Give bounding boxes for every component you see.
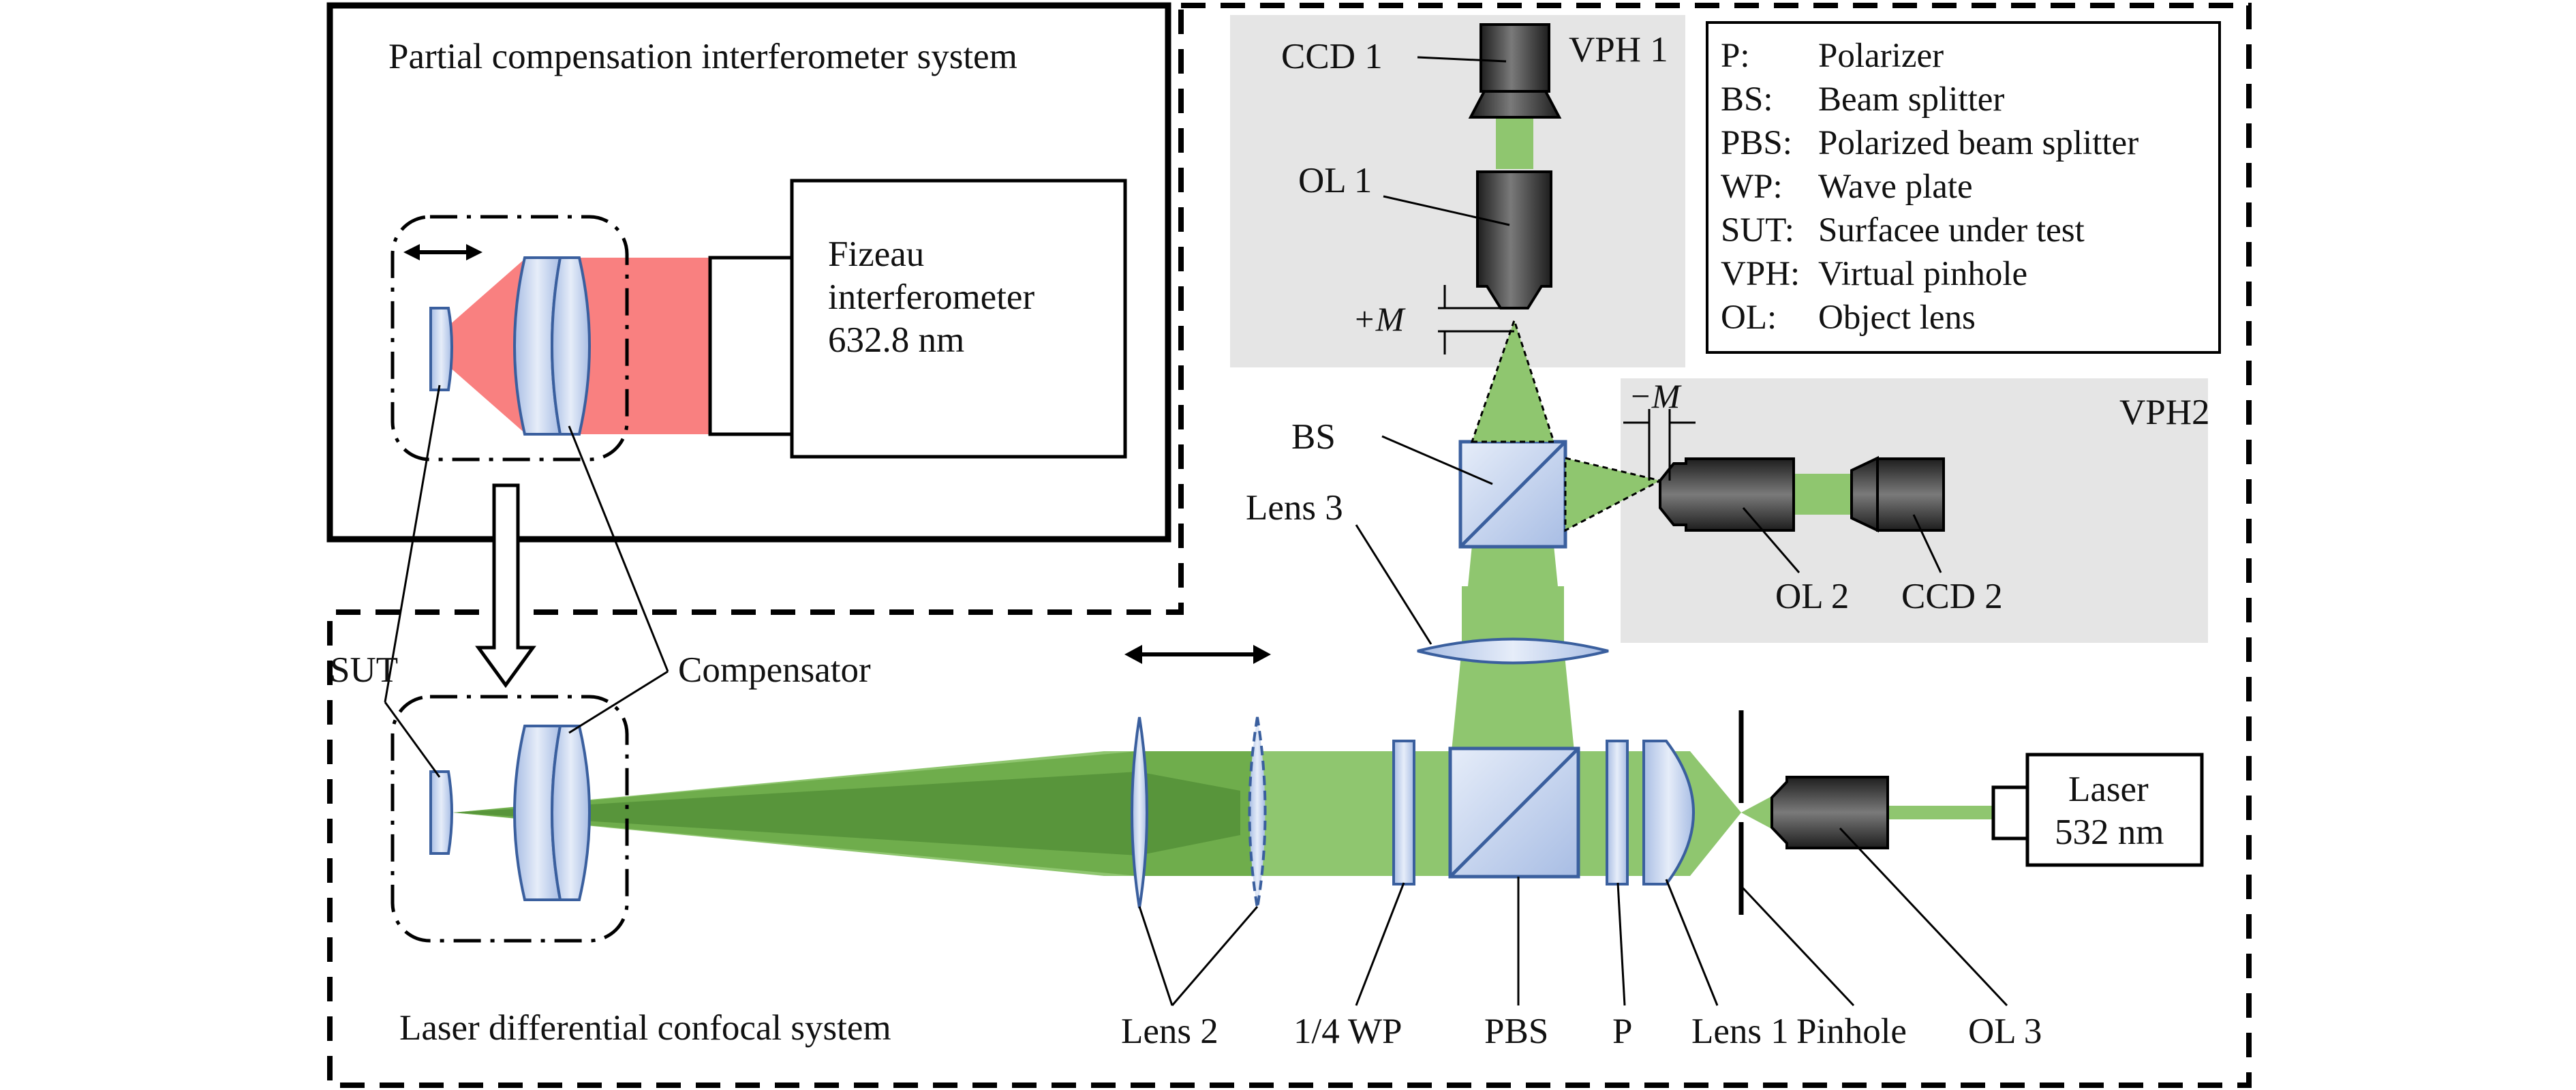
fizeau-box: [790, 179, 1127, 459]
legend-key: P:: [1721, 37, 1750, 75]
laser-line2: 532 nm: [2055, 813, 2164, 852]
ol3-objective: [1770, 776, 1889, 849]
label-ol3: OL 3: [1968, 1012, 2042, 1051]
laser-confocal-title: Laser differential confocal system: [399, 1008, 891, 1048]
legend-key: VPH:: [1721, 255, 1800, 293]
ccd1-mount: [1468, 90, 1562, 119]
fizeau-line1: Fizeau: [828, 234, 924, 274]
leader-lines: [384, 56, 2008, 1007]
upper-move-arrow: [403, 244, 482, 260]
plus-m-marker: [1438, 285, 1514, 354]
legend-key: WP:: [1721, 168, 1783, 206]
partial-compensation-frame: [326, 2, 1171, 543]
legend-value: Beam splitter: [1818, 80, 2004, 119]
legend-value: Object lens: [1818, 299, 1976, 337]
fizeau-mount: [708, 256, 794, 436]
label-lens3: Lens 3: [1246, 488, 1343, 528]
legend-value: Polarizer: [1818, 37, 1944, 75]
legend-key: PBS:: [1721, 124, 1792, 162]
green-beam-core: [453, 772, 1240, 856]
label-pbs: PBS: [1484, 1012, 1548, 1051]
fizeau-line3: 632.8 nm: [828, 320, 964, 360]
legend-value: Wave plate: [1818, 168, 1973, 206]
green-diverge-cone: [1741, 796, 1772, 829]
quarter-wave-plate: [1392, 740, 1415, 885]
minus-m-label: −M: [1629, 377, 1682, 415]
label-compensator: Compensator: [678, 650, 871, 690]
label-bs: BS: [1291, 417, 1336, 457]
minus-m-marker: [1623, 409, 1696, 481]
lens1: [1642, 740, 1695, 885]
green-focus-cone: [1690, 751, 1741, 876]
label-lens1: Lens 1: [1691, 1012, 1789, 1051]
label-sut: SUT: [330, 650, 398, 690]
label-ccd1: CCD 1: [1281, 37, 1383, 76]
label-ol1: OL 1: [1298, 161, 1372, 200]
lower-compensator-lens-b: [551, 725, 591, 901]
label-ccd2: CCD 2: [1901, 577, 2003, 616]
polarizer: [1606, 740, 1629, 885]
laser-confocal-frame: [327, 3, 2252, 1088]
ol2-objective: [1659, 457, 1795, 532]
label-vph1: VPH 1: [1569, 30, 1668, 70]
bs-beam-up: [1470, 317, 1556, 443]
label-pinhole: Pinhole: [1796, 1012, 1907, 1051]
label-p: P: [1612, 1012, 1632, 1051]
ol1-objective: [1476, 170, 1552, 309]
upper-compensator-lens-b: [551, 256, 591, 436]
label-ol2: OL 2: [1775, 577, 1849, 616]
legend-key: BS:: [1721, 80, 1773, 119]
upper-compensator-group: [390, 215, 629, 461]
legend-value: Polarized beam splitter: [1818, 124, 2138, 162]
lower-compensator-group: [390, 695, 629, 943]
ccd2-beam: [1794, 474, 1852, 515]
green-beam-lens3: [1462, 586, 1564, 651]
ccd1-beam: [1496, 116, 1533, 169]
fizeau-line2: interferometer: [828, 277, 1034, 317]
laser-beam: [1888, 806, 1993, 819]
partial-compensation-title: Partial compensation interferometer syst…: [388, 37, 1017, 76]
label-lens2: Lens 2: [1121, 1012, 1218, 1051]
legend-value: Surfacee under test: [1818, 211, 2085, 249]
legend-value: Virtual pinhole: [1818, 255, 2027, 293]
lens2-move-arrow: [1124, 645, 1271, 664]
laser-box: [2025, 753, 2204, 867]
label-wp: 1/4 WP: [1293, 1012, 1402, 1051]
label-vph2: VPH2: [2119, 393, 2210, 432]
ccd2-mount: [1850, 455, 1879, 533]
bs-beam-right: [1564, 457, 1663, 532]
transfer-arrow: [475, 483, 536, 688]
legend-key: SUT:: [1721, 211, 1794, 249]
bs-diagonal: [1459, 440, 1567, 548]
laser-emitter: [1991, 785, 2029, 841]
upper-sut: [429, 307, 453, 391]
plus-m-label: +M: [1353, 300, 1406, 338]
lower-sut: [429, 770, 453, 855]
lens2-dashed: [1248, 716, 1267, 909]
lens3: [1417, 637, 1609, 665]
laser-line1: Laser: [2068, 770, 2149, 809]
ccd2-body: [1876, 457, 1945, 532]
legend-key: OL:: [1721, 299, 1777, 337]
legend-box: [1706, 21, 2221, 354]
ccd1-body: [1479, 23, 1550, 93]
lens2-solid: [1131, 716, 1148, 909]
pbs-diagonal: [1449, 747, 1580, 878]
